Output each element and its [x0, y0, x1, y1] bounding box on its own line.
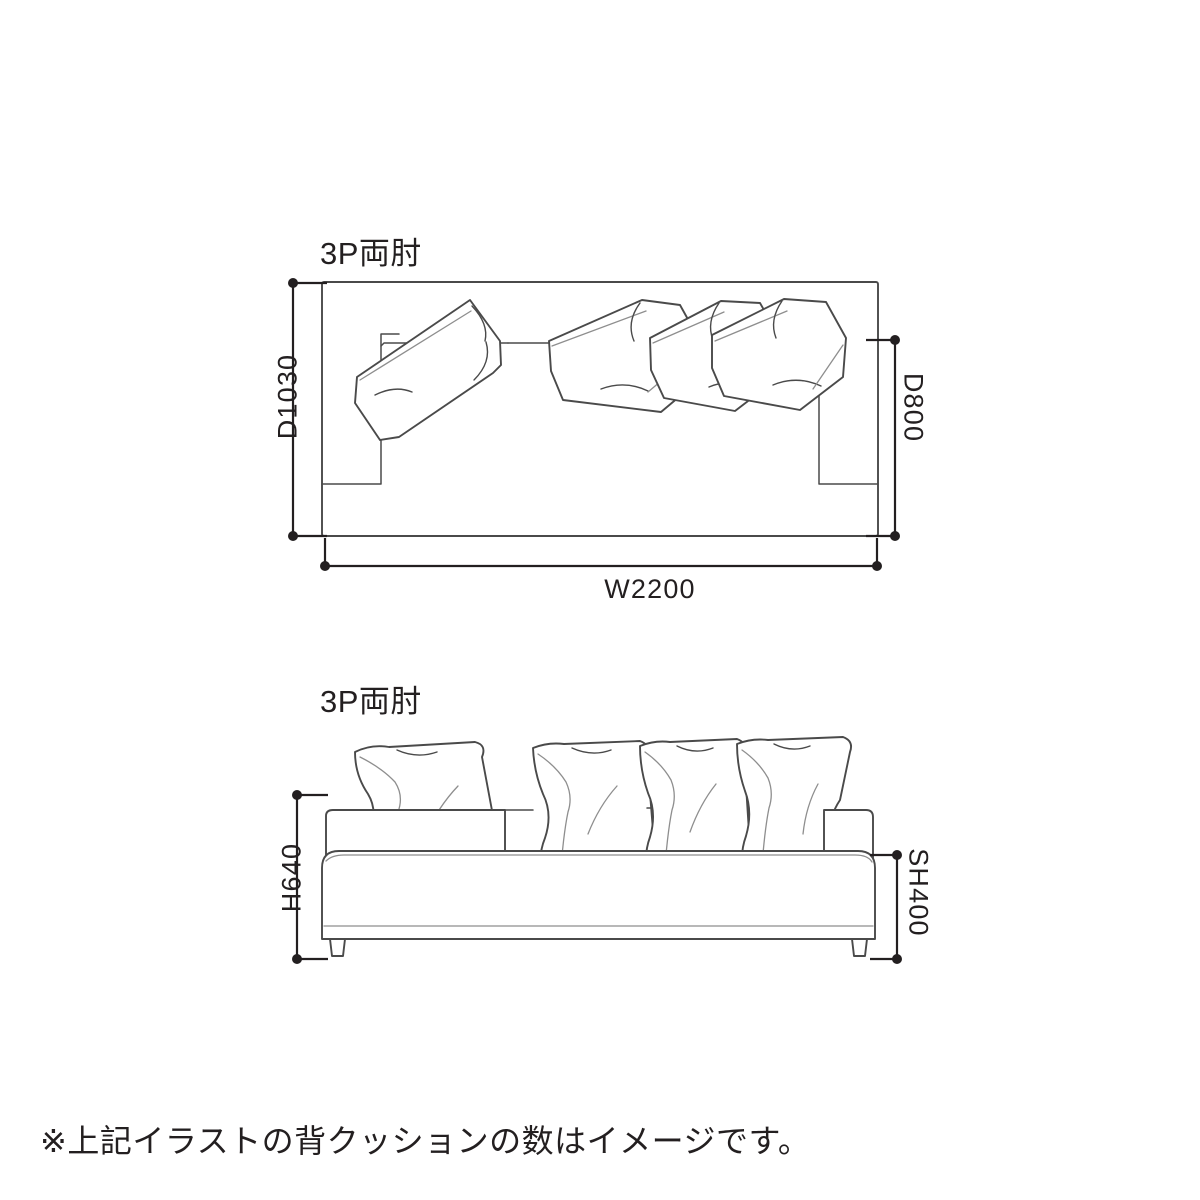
dimension-w2200 [320, 538, 882, 571]
elev-seat-top-line [325, 854, 873, 863]
plan-cushion-1 [354, 299, 502, 441]
dimension-label-w2200: W2200 [604, 574, 696, 604]
plan-view-title: 3P両肘 [320, 236, 422, 271]
elev-leg-right [851, 938, 868, 957]
dimension-h640 [292, 790, 328, 964]
dimension-label-h640: H640 [276, 842, 307, 913]
dimension-d1030 [288, 278, 327, 541]
plan-view-drawing [288, 278, 900, 571]
elevation-view-drawing [292, 736, 902, 964]
dimension-label-sh400: SH400 [903, 848, 934, 937]
footnote-text: ※上記イラストの背クッションの数はイメージです。 [40, 1123, 811, 1159]
elev-cushion-2 [532, 740, 658, 883]
dimension-sh400 [870, 850, 902, 964]
elev-seat-base [321, 850, 876, 940]
dimension-d800 [866, 335, 900, 541]
plan-left-armrest [380, 333, 400, 347]
elevation-view-title: 3P両肘 [320, 684, 422, 719]
elev-leg-left [329, 938, 346, 957]
plan-cushion-4 [711, 298, 847, 411]
dimension-label-d800: D800 [898, 372, 929, 443]
dimension-label-d1030: D1030 [272, 353, 303, 440]
